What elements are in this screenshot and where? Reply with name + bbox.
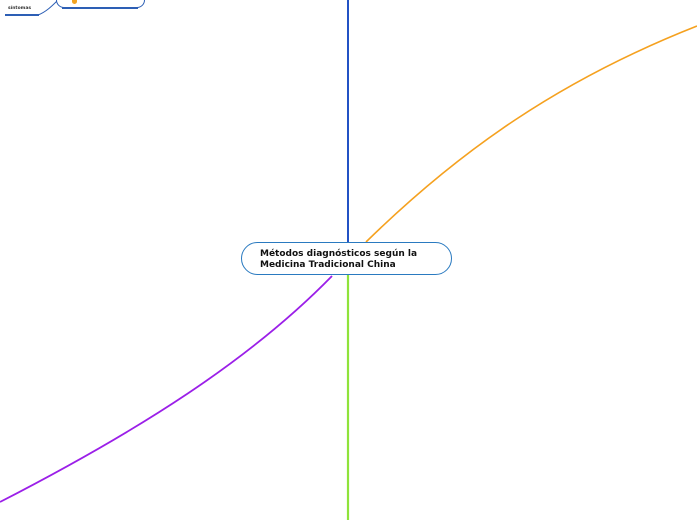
central-topic-line2: Medicina Tradicional China [260, 260, 396, 270]
subtopic-node-underline [62, 7, 138, 9]
subtopic-underline [5, 14, 39, 16]
subtopic-sintomas[interactable]: síntomas [8, 6, 32, 11]
branch-right[interactable] [365, 25, 697, 243]
central-topic-line1: Métodos diagnósticos según la [260, 249, 418, 259]
branch-left[interactable] [0, 275, 333, 503]
subtopic-connector [37, 0, 59, 16]
central-topic[interactable]: Métodos diagnósticos según la Medicina T… [241, 242, 452, 275]
bulb-icon [72, 0, 77, 4]
